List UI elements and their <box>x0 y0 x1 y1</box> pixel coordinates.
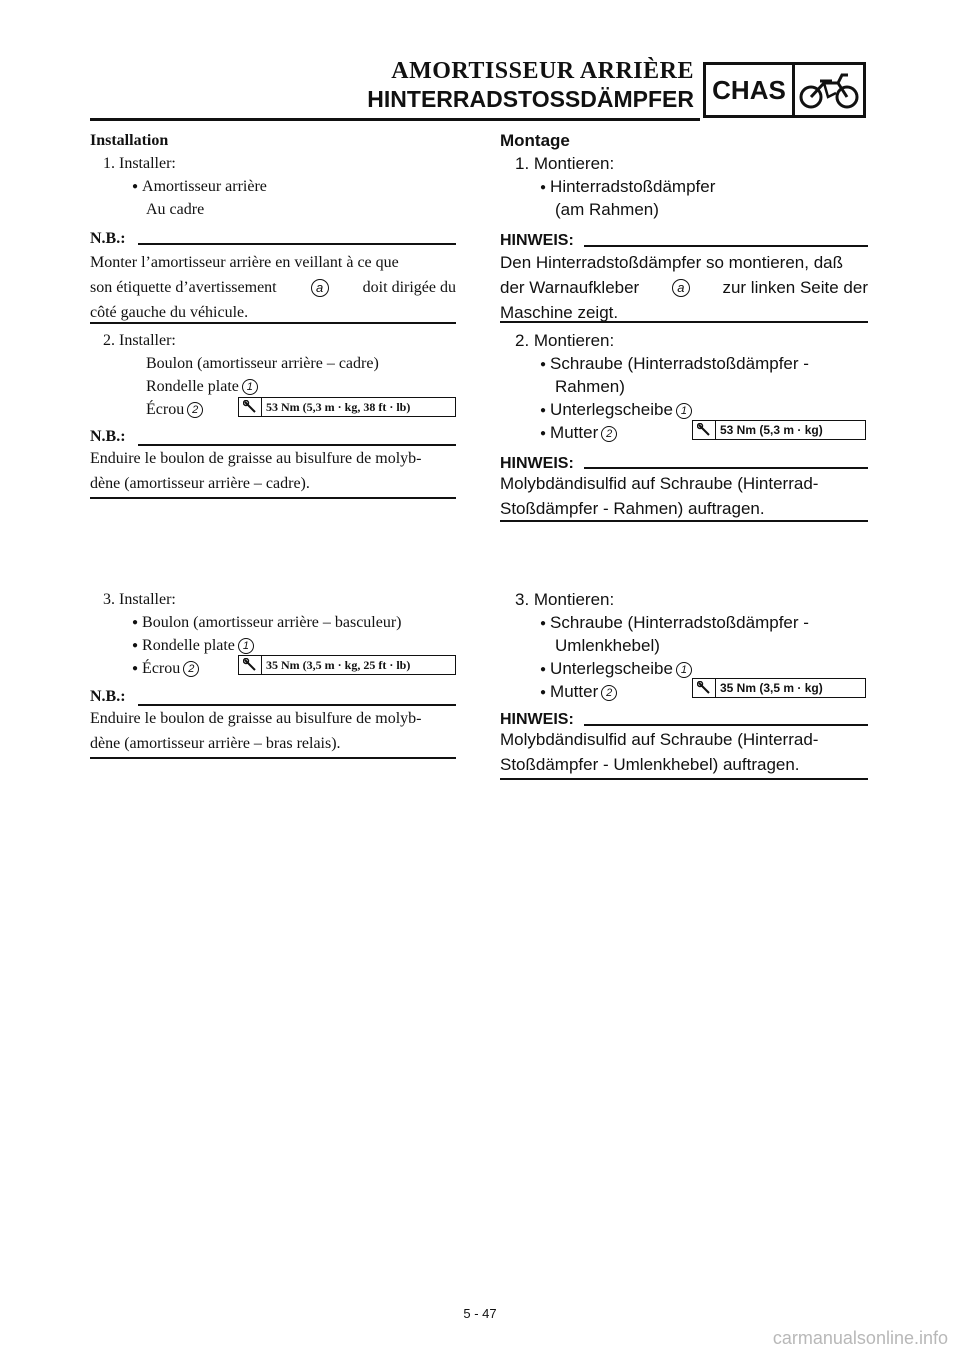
list-item: Rahmen) <box>555 377 625 396</box>
step-label: 3. Installer: <box>103 591 176 608</box>
step-label: 3. Montieren: <box>515 590 615 609</box>
note-rule <box>138 243 456 245</box>
callout-2: 2 <box>187 402 204 419</box>
note-rule <box>138 444 456 446</box>
note-rule <box>584 467 868 469</box>
note-rule <box>138 704 456 706</box>
note-label: HINWEIS: <box>500 232 574 249</box>
note-end-rule <box>90 757 456 759</box>
callout-2: 2 <box>601 684 618 701</box>
list-item: Schraube (Hinterradstoßdämpfer - <box>540 353 809 378</box>
torque-spec: 53 Nm (5,3 m · kg) <box>692 420 866 440</box>
wrench-icon <box>693 679 716 697</box>
list-item: Schraube (Hinterradstoßdämpfer - <box>540 612 809 637</box>
list-item: Hinterradstoßdämpfer <box>540 176 715 201</box>
list-item: Boulon (amortisseur arrière – cadre) <box>146 355 379 372</box>
watermark: carmanualsonline.info <box>772 1328 948 1348</box>
badge-label: CHAS <box>706 65 795 115</box>
header-rule <box>90 118 700 121</box>
note-text: Den Hinterradstoßdämpfer so montieren, d… <box>500 253 868 322</box>
callout-1: 1 <box>237 638 254 655</box>
note-text: Molybdändisulfid auf Schraube (Hinterrad… <box>500 730 819 774</box>
note-end-rule <box>500 778 868 780</box>
step-label: 2. Montieren: <box>515 331 615 350</box>
note-end-rule <box>90 497 456 499</box>
marker-a: a <box>671 278 690 297</box>
wrench-icon <box>693 421 716 439</box>
note-label: N.B.: <box>90 428 126 445</box>
callout-1: 1 <box>241 379 258 396</box>
list-item: Au cadre <box>146 201 205 218</box>
step-label: 1. Installer: <box>103 155 176 172</box>
note-label: N.B.: <box>90 688 126 705</box>
step-label: 2. Installer: <box>103 332 176 349</box>
header-title-fr: AMORTISSEUR ARRIÈRE <box>391 58 694 84</box>
callout-2: 2 <box>183 661 200 678</box>
note-end-rule <box>90 322 456 324</box>
list-item: (am Rahmen) <box>555 200 659 219</box>
page-number: 5 - 47 <box>463 1306 497 1321</box>
list-item: Umlenkhebel) <box>555 636 660 655</box>
note-text: Monter l’amortisseur arrière en veillant… <box>90 254 456 321</box>
note-text: Enduire le boulon de graisse au bisulfur… <box>90 450 422 492</box>
note-label: HINWEIS: <box>500 711 574 728</box>
note-label: N.B.: <box>90 230 126 247</box>
note-rule <box>584 724 868 726</box>
note-end-rule <box>500 321 868 323</box>
list-item: Boulon (amortisseur arrière – basculeur) <box>132 612 401 636</box>
note-text: Enduire le boulon de graisse au bisulfur… <box>90 710 422 752</box>
step-label: 1. Montieren: <box>515 154 615 173</box>
list-item: Amortisseur arrière <box>132 176 267 200</box>
wrench-icon <box>239 656 262 674</box>
torque-spec: 35 Nm (3,5 m · kg) <box>692 678 866 698</box>
motorcycle-icon <box>795 65 863 115</box>
callout-2: 2 <box>601 425 618 442</box>
header-title-de: HINTERRADSTOSSDÄMPFER <box>367 86 694 112</box>
torque-spec: 35 Nm (3,5 m · kg, 25 ft · lb) <box>238 655 456 675</box>
callout-1: 1 <box>675 402 692 419</box>
section-heading: Montage <box>500 131 570 150</box>
note-text: Molybdändisulfid auf Schraube (Hinterrad… <box>500 474 819 518</box>
note-label: HINWEIS: <box>500 455 574 472</box>
note-rule <box>584 245 868 247</box>
callout-1: 1 <box>675 661 692 678</box>
section-heading: Installation <box>90 132 169 149</box>
note-end-rule <box>500 520 868 522</box>
wrench-icon <box>239 398 262 416</box>
section-badge: CHAS <box>703 62 866 118</box>
torque-spec: 53 Nm (5,3 m · kg, 38 ft · lb) <box>238 397 456 417</box>
marker-a: a <box>310 278 329 297</box>
